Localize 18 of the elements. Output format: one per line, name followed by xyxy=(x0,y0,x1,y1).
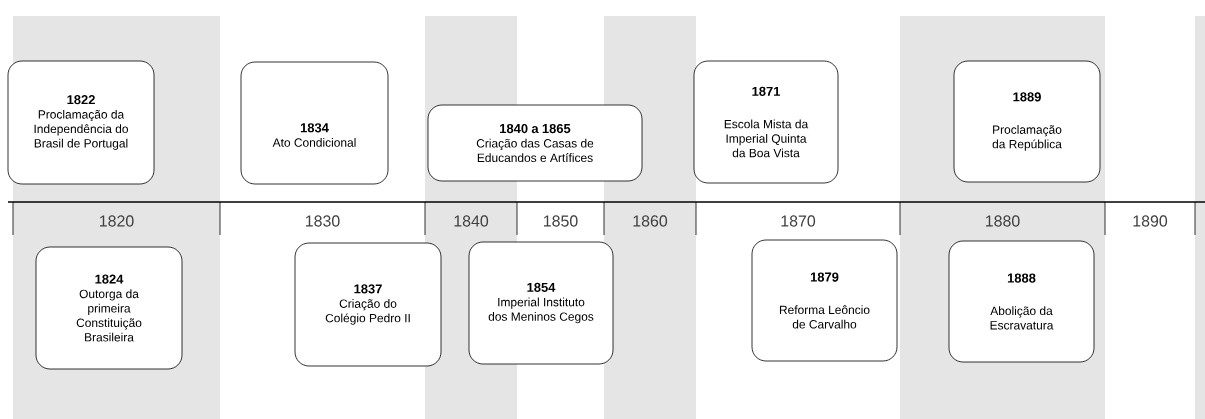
year-label: 1860 xyxy=(633,215,668,227)
year-label: 1870 xyxy=(781,215,816,227)
event-text: 1822 Proclamação da Independência do Brasil de Portugal xyxy=(34,95,128,150)
event-text: 1888 Abolição da Escravatura xyxy=(990,273,1054,330)
year-label: 1850 xyxy=(544,215,578,227)
year-label: 1890 xyxy=(1133,215,1168,227)
event-text: 1840 a 1865 Criação das Casas de Educandos e Artífices xyxy=(476,123,594,162)
event-text: 1854 Imperial Instituto dos Meninos Cegos xyxy=(488,282,594,324)
event-text: 1824 Outorga da primeira Constituição Brasileira xyxy=(76,274,142,342)
year-label: 1830 xyxy=(306,215,340,227)
year-label: 1840 xyxy=(454,215,489,227)
event-text: 1837 Criação do Colégio Pedro II xyxy=(325,284,410,325)
year-label: 1880 xyxy=(986,215,1020,227)
event-text: 1871 Escola Mista da Imperial Quinta da Boa Vista xyxy=(724,86,809,158)
event-text: 1834 Ato Condicional xyxy=(272,123,356,147)
event-text: 1879 Reforma Leôncio de Carvalho xyxy=(779,272,870,329)
event-text: 1889 Proclamação da República xyxy=(992,92,1062,151)
year-label: 1820 xyxy=(100,215,134,227)
